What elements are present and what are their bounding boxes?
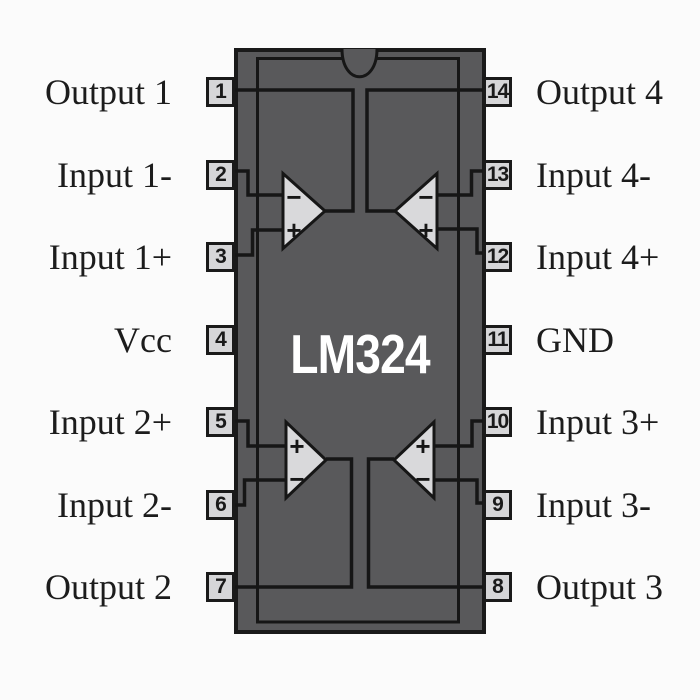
- pin-8-box: 8: [483, 572, 512, 602]
- wire-pin-14-output-4: [365, 88, 487, 213]
- pin-7-box: 7: [206, 572, 235, 602]
- pin-label-gnd: GND: [536, 319, 614, 360]
- pin-label-input-1-plus: Input 1+: [48, 237, 172, 277]
- opamp-4-top-sign: −: [418, 182, 433, 212]
- pin-label-input-3-minus: Input 3-: [536, 484, 651, 525]
- opamp-3-triangle-icon: [391, 418, 436, 502]
- pin-label-output-3: Output 3: [536, 567, 664, 607]
- wire-pin-1-output-1: [233, 88, 355, 213]
- pin-label-input-4-minus: Input 4-: [536, 154, 651, 195]
- wire-pin-2-input-1-minus: [233, 169, 283, 197]
- opamp-2-bottom-sign: −: [289, 464, 304, 494]
- wire-pin-5-input-2-plus: [233, 419, 286, 448]
- opamp-2-triangle-icon: [284, 418, 329, 502]
- pin-label-input-2-minus: Input 2-: [57, 484, 172, 525]
- pin-label-input-3-plus: Input 3+: [536, 402, 660, 442]
- ic-package-body: [234, 48, 486, 634]
- wire-pin-6-input-2-minus: [233, 478, 286, 507]
- pin-label-output-4: Output 4: [536, 72, 664, 112]
- pin-6-box: 6: [206, 489, 235, 520]
- wire-pin-3-input-1-plus: [233, 228, 283, 257]
- pin-4-box: 4: [206, 324, 235, 355]
- opamp-3-bottom-sign: −: [415, 464, 430, 494]
- wire-pin-9-input-3-minus: [434, 478, 487, 505]
- wire-pin-13-input-4-minus: [437, 169, 487, 197]
- opamp-4-triangle-icon: [392, 170, 439, 252]
- opamp-2-top-sign: +: [289, 431, 304, 461]
- pin-label-input-1-minus: Input 1-: [57, 154, 172, 195]
- pin-label-output-2: Output 2: [44, 567, 172, 607]
- opamp-1-bottom-sign: +: [286, 215, 301, 245]
- pin-label-input-4-plus: Input 4+: [536, 237, 660, 277]
- opamp-4-bottom-sign: +: [418, 215, 433, 245]
- wire-pin-8-output-3: [366, 457, 487, 589]
- pin-12-box: 12: [483, 242, 512, 272]
- pin-14-box: 14: [483, 77, 512, 107]
- chip-part-number: LM324: [290, 323, 430, 385]
- wire-pin-12-input-4-plus: [437, 227, 487, 255]
- pin-1-box: 1: [206, 77, 235, 107]
- pin-13-box: 13: [483, 159, 512, 190]
- pin-11-box: 11: [483, 324, 512, 355]
- pin-2-box: 2: [206, 159, 235, 190]
- opamp-1-triangle-icon: [281, 170, 328, 252]
- pin-3-box: 3: [206, 242, 235, 272]
- pin-label-vcc: Vcc: [114, 319, 172, 360]
- opamp-1-top-sign: −: [286, 182, 301, 212]
- opamp-3-top-sign: +: [415, 431, 430, 461]
- pin-label-input-2-plus: Input 2+: [48, 402, 172, 442]
- pin-5-box: 5: [206, 407, 235, 437]
- wire-pin-10-input-3-plus: [434, 419, 487, 448]
- pin-9-box: 9: [483, 489, 512, 520]
- pin-label-output-1: Output 1: [44, 72, 172, 112]
- wire-pin-7-output-2: [233, 457, 354, 589]
- pin1-notch-icon: [340, 48, 379, 79]
- pin-10-box: 10: [483, 407, 512, 437]
